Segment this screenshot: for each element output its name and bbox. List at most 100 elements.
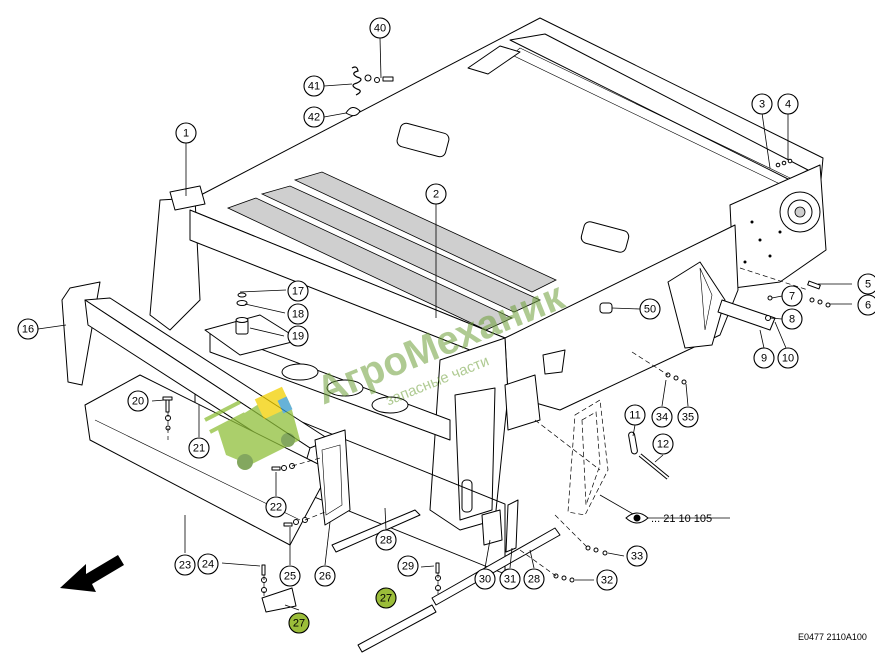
callout-label: 28 (380, 535, 392, 547)
strip-28-left (331, 509, 421, 553)
combine-harvester-icon (204, 386, 300, 470)
callout-33: 33 (626, 545, 648, 567)
strip-28-right (431, 527, 561, 606)
frame-structure (149, 185, 739, 575)
callout-label: 8 (789, 314, 795, 326)
callout-22: 22 (265, 496, 287, 518)
callout-28b: 28 (523, 568, 545, 590)
callout-label: 32 (601, 575, 613, 587)
callout-label: 10 (782, 353, 794, 365)
component-ref-21-10-105 (567, 399, 609, 516)
callout-label: 35 (682, 412, 694, 424)
callout-label: 16 (22, 324, 34, 336)
callout-label: 12 (657, 439, 669, 451)
callout-7: 7 (781, 285, 803, 307)
callout-label: 11 (629, 410, 640, 422)
callout-19: 19 (287, 325, 309, 347)
callout-4: 4 (777, 93, 799, 115)
callout-label: 7 (789, 291, 795, 303)
callout-label: 23 (179, 560, 191, 572)
callout-27b: 27 (375, 587, 397, 609)
spring-assembly-41 (351, 66, 394, 96)
callout-26: 26 (314, 565, 336, 587)
callout-28a: 28 (375, 529, 397, 551)
callout-label: 31 (504, 574, 516, 586)
plate-30 (481, 509, 503, 546)
callout-label: 27 (293, 618, 305, 630)
rail-9-10 (717, 299, 776, 331)
callout-10: 10 (777, 347, 799, 369)
strip-27-bottom (357, 604, 437, 653)
callout-label: 4 (785, 99, 791, 111)
callout-label: 22 (270, 502, 282, 514)
callout-25: 25 (279, 565, 301, 587)
rubber-mount-19 (235, 292, 249, 335)
reference-text: ... 21 10 105 (651, 513, 712, 525)
callout-12: 12 (652, 433, 674, 455)
hinge-31 (505, 499, 519, 553)
callout-label: 6 (865, 300, 871, 312)
callout-label: 2 (433, 189, 439, 201)
eye-icon (625, 512, 649, 524)
callout-21: 21 (188, 437, 210, 459)
callout-32: 32 (596, 569, 618, 591)
callout-label: 41 (308, 81, 320, 93)
right-tapered-bracket (667, 261, 726, 349)
leader-lines (37, 37, 852, 611)
callout-label: 50 (644, 304, 656, 316)
rod-12 (638, 453, 670, 480)
callout-16: 16 (17, 318, 39, 340)
callout-label: 29 (402, 561, 414, 573)
callout-29: 29 (397, 555, 419, 577)
callout-label: 20 (132, 396, 144, 408)
callout-18: 18 (287, 303, 309, 325)
callout-8: 8 (781, 308, 803, 330)
callout-label: 27 (380, 593, 392, 605)
callout-42: 42 (303, 106, 325, 128)
cross-reference: ... 21 10 105 (625, 512, 712, 525)
callout-5: 5 (857, 273, 875, 295)
callout-label: 25 (284, 571, 296, 583)
clip-42 (345, 107, 361, 117)
callout-label: 24 (202, 559, 214, 571)
hardware (162, 158, 831, 593)
callout-50: 50 (639, 298, 661, 320)
drawing-code: E0477 2110A100 (798, 632, 867, 642)
callout-20: 20 (127, 390, 149, 412)
pin-11 (628, 431, 638, 455)
callout-30: 30 (474, 568, 496, 590)
callout-1: 1 (175, 122, 197, 144)
callout-label: 33 (631, 551, 643, 563)
callout-label: 30 (479, 574, 491, 586)
callout-41: 41 (303, 75, 325, 97)
callout-label: 9 (761, 353, 767, 365)
callout-label: 17 (292, 286, 304, 298)
callout-label: 1 (183, 128, 189, 140)
callout-23: 23 (174, 554, 196, 576)
callout-label: 3 (759, 99, 765, 111)
callout-11: 11 (624, 404, 646, 426)
callout-27a: 27 (288, 612, 310, 634)
callout-2: 2 (425, 183, 447, 205)
callout-24: 24 (197, 553, 219, 575)
callout-label: 5 (865, 279, 871, 291)
callout-label: 26 (319, 571, 331, 583)
callout-17: 17 (287, 280, 309, 302)
callout-label: 21 (193, 443, 205, 455)
mount-bracket-26 (314, 429, 351, 526)
callout-label: 42 (308, 112, 320, 124)
callout-label: 18 (292, 309, 304, 321)
travel-direction-arrow-icon (60, 555, 124, 592)
callout-6: 6 (857, 294, 875, 316)
callout-34: 34 (651, 406, 673, 428)
top-cover-panel (189, 17, 824, 339)
callout-label: 28 (528, 574, 540, 586)
callout-9: 9 (753, 347, 775, 369)
callout-35: 35 (677, 406, 699, 428)
callout-31: 31 (499, 568, 521, 590)
strip-27-left (261, 587, 297, 613)
callout-label: 40 (374, 23, 386, 35)
left-bracket (61, 281, 101, 386)
